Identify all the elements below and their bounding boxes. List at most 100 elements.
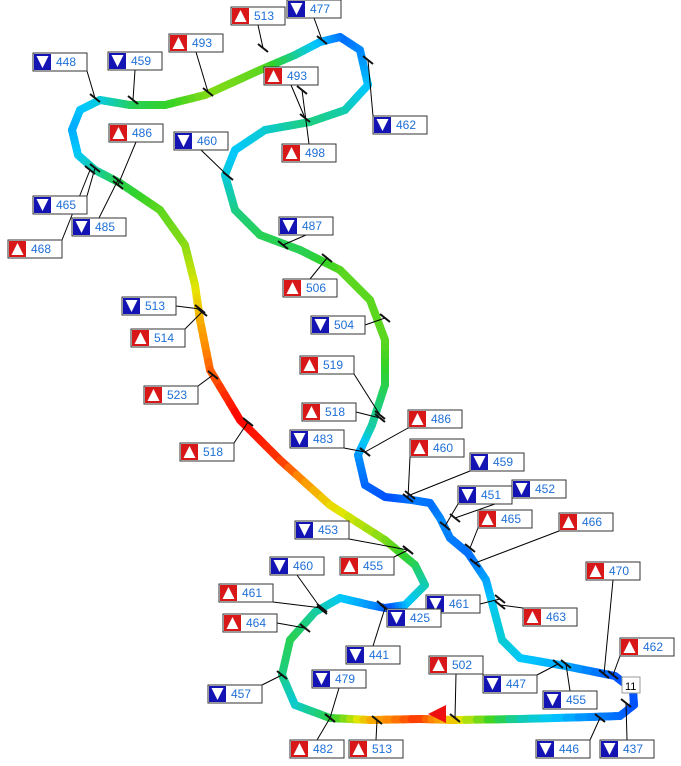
up-triangle-icon [562,516,575,528]
down-triangle-icon [298,524,311,536]
down-triangle-icon [290,3,303,15]
segment-tick [374,410,386,420]
annotation-value: 513 [372,742,392,756]
segment-tick [359,447,371,457]
segment-tick [552,659,564,669]
max-speed-label: 502 [428,655,484,675]
up-triangle-icon [623,641,636,653]
annotation-value: 493 [192,36,212,50]
max-speed-label: 486 [407,409,463,429]
segment-tick [242,417,254,427]
down-triangle-icon [390,612,403,624]
up-triangle-icon [411,413,424,425]
up-triangle-icon [352,743,365,755]
up-triangle-icon [134,332,147,344]
down-triangle-icon [282,220,295,232]
min-speed-label: 504 [310,315,366,335]
min-speed-label: 460 [269,556,325,576]
max-speed-label: 460 [409,438,465,458]
down-triangle-icon [376,119,389,131]
max-speed-label: 482 [289,739,345,759]
up-triangle-icon [481,513,494,525]
annotation-leader [348,538,409,551]
segment-tick [296,85,308,95]
annotation-value: 486 [431,412,451,426]
max-speed-label: 514 [130,328,186,348]
annotation-value: 452 [535,482,555,496]
segment-tick [127,95,139,105]
annotation-leader [309,257,328,280]
min-speed-label: 455 [542,690,598,710]
annotation-leader [257,24,264,49]
down-triangle-icon [314,319,327,331]
annotation-leader [175,305,201,310]
down-triangle-icon [429,598,442,610]
up-triangle-icon [183,446,196,458]
min-speed-label: 425 [386,608,442,628]
max-speed-label: 513 [348,739,404,759]
up-triangle-icon [112,127,125,139]
direction-arrow-icon [428,705,446,723]
segment-tick [194,304,206,314]
annotation-value: 462 [643,640,663,654]
segment-ticks [84,35,632,725]
segment-tick [316,603,328,613]
segment-tick [402,545,414,555]
min-speed-label: 479 [311,669,367,689]
down-triangle-icon [211,688,224,700]
annotation-leader [499,604,524,609]
up-triangle-icon [293,743,306,755]
segment-tick [404,490,416,500]
segment-tick [598,669,610,679]
annotation-value: 513 [254,9,274,23]
annotation-value: 462 [396,118,416,132]
annotation-value: 506 [306,281,326,295]
annotation-value: 518 [203,445,223,459]
annotation-leader [313,17,323,41]
down-triangle-icon [486,678,499,690]
annotation-leader [132,69,136,101]
min-speed-label: 437 [599,739,655,759]
annotation-value: 448 [56,55,76,69]
segment-tick [277,240,289,250]
annotation-value: 479 [335,672,355,686]
start-marker-label: 11 [625,681,636,693]
annotation-leader [353,373,381,416]
annotation-value: 453 [318,523,338,537]
annotation-leader [329,687,340,719]
up-triangle-icon [285,147,298,159]
annotation-value: 504 [334,318,354,332]
segment-tick [89,93,101,103]
min-speed-label: 446 [535,739,591,759]
annotation-leader [195,51,209,93]
min-speed-label: 461 [425,594,481,614]
up-triangle-icon [267,70,280,82]
down-triangle-icon [36,199,49,211]
segment-tick [594,713,606,723]
annotation-value: 464 [246,616,266,630]
annotation-leader [282,234,307,246]
annotation-leader [197,374,214,387]
up-triangle-icon [413,442,426,454]
segment-tick [607,670,619,680]
annotation-value: 446 [559,742,579,756]
up-triangle-icon [303,359,316,371]
segment-tick [402,493,414,503]
annotation-leader [409,470,471,496]
max-speed-label: 518 [301,402,357,422]
up-triangle-icon [226,617,239,629]
segment-tick [257,43,269,53]
segment-tick [362,55,374,65]
annotation-leader [375,719,378,741]
segment-tick [202,87,214,97]
down-triangle-icon [315,673,328,685]
annotation-value: 470 [609,564,629,578]
annotation-leader [364,427,409,453]
min-speed-label: 459 [469,452,525,472]
annotation-leader [261,674,283,686]
annotation-value: 485 [95,220,115,234]
annotation-leader [612,655,621,676]
down-triangle-icon [293,433,306,445]
